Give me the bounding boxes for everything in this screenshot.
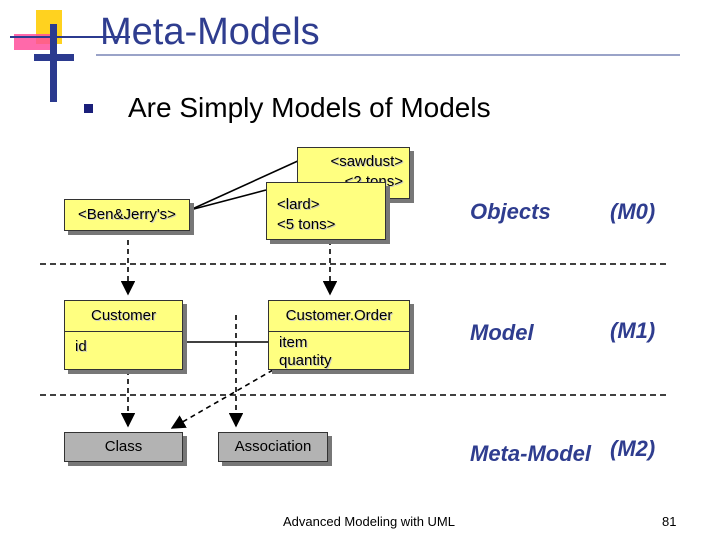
object-benjerry[interactable]: <Ben&Jerry's> [64, 199, 190, 231]
class-customer[interactable]: Customer id [64, 300, 183, 370]
level-name-m2: Meta-Model [470, 441, 591, 466]
order-attr-quantity: quantity [279, 352, 332, 369]
lard-label: <lard> [277, 196, 320, 213]
order-name: Customer.Order [269, 301, 409, 332]
sawdust-label: <sawdust> [330, 153, 403, 170]
order-to-class-arrow [170, 369, 274, 429]
level-name-m1: Model [470, 320, 534, 345]
level-name-m0: Objects [470, 199, 551, 224]
page-number: 81 [662, 514, 677, 529]
metaclass-association-label: Association [234, 438, 312, 455]
order-attr-item: item [279, 334, 308, 351]
bullet-square-icon [84, 104, 93, 113]
bullet-text: Are Simply Models of Models [128, 92, 491, 123]
level-code-m0: (M0) [610, 199, 656, 224]
metaclass-association[interactable]: Association [218, 432, 328, 462]
customer-attr-id: id [75, 338, 87, 355]
benjerry-lard-link [189, 189, 267, 211]
footer-text: Advanced Modeling with UML [283, 514, 455, 529]
benjerry-sawdust-link [189, 159, 301, 211]
level-code-m1: (M1) [610, 318, 656, 343]
customer-name: Customer [65, 301, 182, 332]
object-lard[interactable]: <lard> <5 tons> [266, 182, 386, 240]
lard-weight: <5 tons> [277, 216, 336, 233]
metaclass-class-label: Class [104, 438, 143, 455]
level-code-m2: (M2) [610, 436, 656, 461]
slide-logo-icon [10, 10, 680, 102]
benjerry-label: <Ben&Jerry's> [78, 206, 176, 223]
metaclass-class[interactable]: Class [64, 432, 183, 462]
class-customer-order[interactable]: Customer.Order item quantity [268, 300, 410, 370]
slide-title: Meta-Models [100, 11, 320, 53]
